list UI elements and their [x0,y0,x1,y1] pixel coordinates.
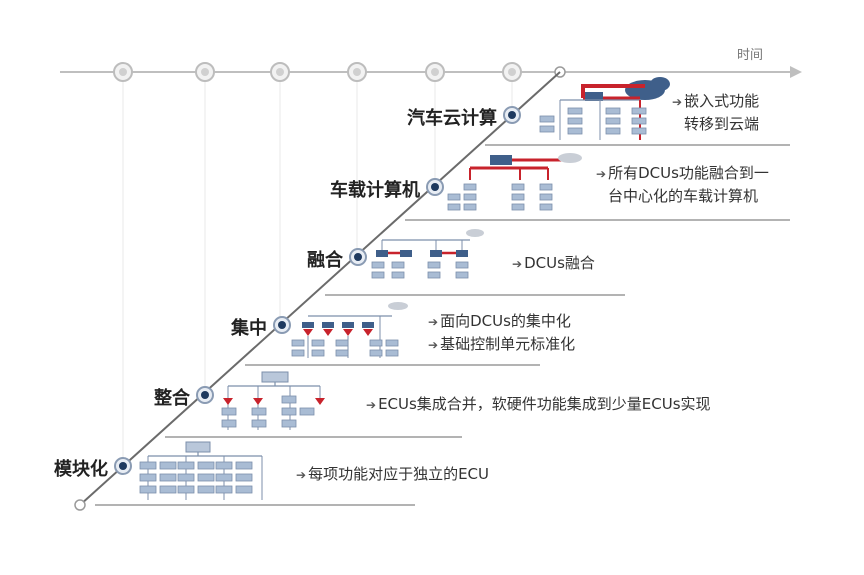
stage-description-fusion: ➔DCUs融合 [512,252,595,275]
timeline-marker [195,62,215,390]
description-line: 转移到云端 [684,115,760,133]
stage-dot [273,316,291,334]
timeline-markers [113,62,566,460]
architecture-diagram-vehicle-computer [447,153,582,211]
stage-dot [114,457,132,475]
stage-separators [95,144,790,506]
stage-description-integration: ➔ECUs集成合并，软硬件功能集成到少量ECUs实现 [366,393,711,416]
stage-label-modular: 模块化 [54,459,108,480]
time-axis-label: 时间 [737,48,764,63]
arrow-icon: ➔ [366,398,377,412]
timeline-marker [113,62,133,460]
architecture-diagram-modular [139,441,263,500]
stage-label-integration: 整合 [154,388,190,409]
origin-marker [74,499,86,511]
timeline-marker [502,62,522,112]
time-axis-arrowhead [790,66,802,78]
description-line: 台中心化的车载计算机 [608,187,759,205]
stage-label-cloud-computing: 汽车云计算 [407,108,497,129]
arrow-icon: ➔ [596,167,607,181]
arrow-icon: ➔ [672,95,683,109]
description-line: 每项功能对应于独立的ECU [308,465,489,483]
stage-description-centralization: ➔面向DCUs的集中化 ➔基础控制单元标准化 [428,310,575,356]
stage-dots [114,106,521,475]
description-line: 所有DCUs功能融合到一 [608,164,769,182]
description-line: ECUs集成合并，软硬件功能集成到少量ECUs实现 [378,395,711,413]
description-line: 面向DCUs的集中化 [440,312,571,330]
stage-description-modular: ➔每项功能对应于独立的ECU [296,463,489,486]
stage-description-vehicle-computer: ➔所有DCUs功能融合到一 台中心化的车载计算机 [596,162,769,207]
description-line: 基础控制单元标准化 [440,335,576,353]
stage-dot [196,386,214,404]
architecture-diagram-fusion [371,229,484,279]
timeline-marker [347,62,367,255]
arrow-icon: ➔ [428,338,439,352]
stage-label-fusion: 融合 [307,250,343,271]
architecture-diagram-integration [221,371,325,430]
timeline-marker [270,62,290,320]
architecture-diagram-centralization [291,302,408,358]
timeline-marker [425,62,445,185]
architecture-diagram-cloud [539,77,670,140]
stage-dot [503,106,521,124]
stage-dot [349,248,367,266]
description-line: 嵌入式功能 [684,92,760,110]
description-line: DCUs融合 [524,254,595,272]
arrow-icon: ➔ [512,257,523,271]
arrow-icon: ➔ [296,468,307,482]
stage-label-centralization: 集中 [231,318,267,339]
stage-dot [426,178,444,196]
stage-description-cloud: ➔嵌入式功能 转移到云端 [672,90,759,135]
stage-label-vehicle-computer: 车载计算机 [330,180,420,201]
arrow-icon: ➔ [428,315,439,329]
evolution-staircase [79,71,561,506]
